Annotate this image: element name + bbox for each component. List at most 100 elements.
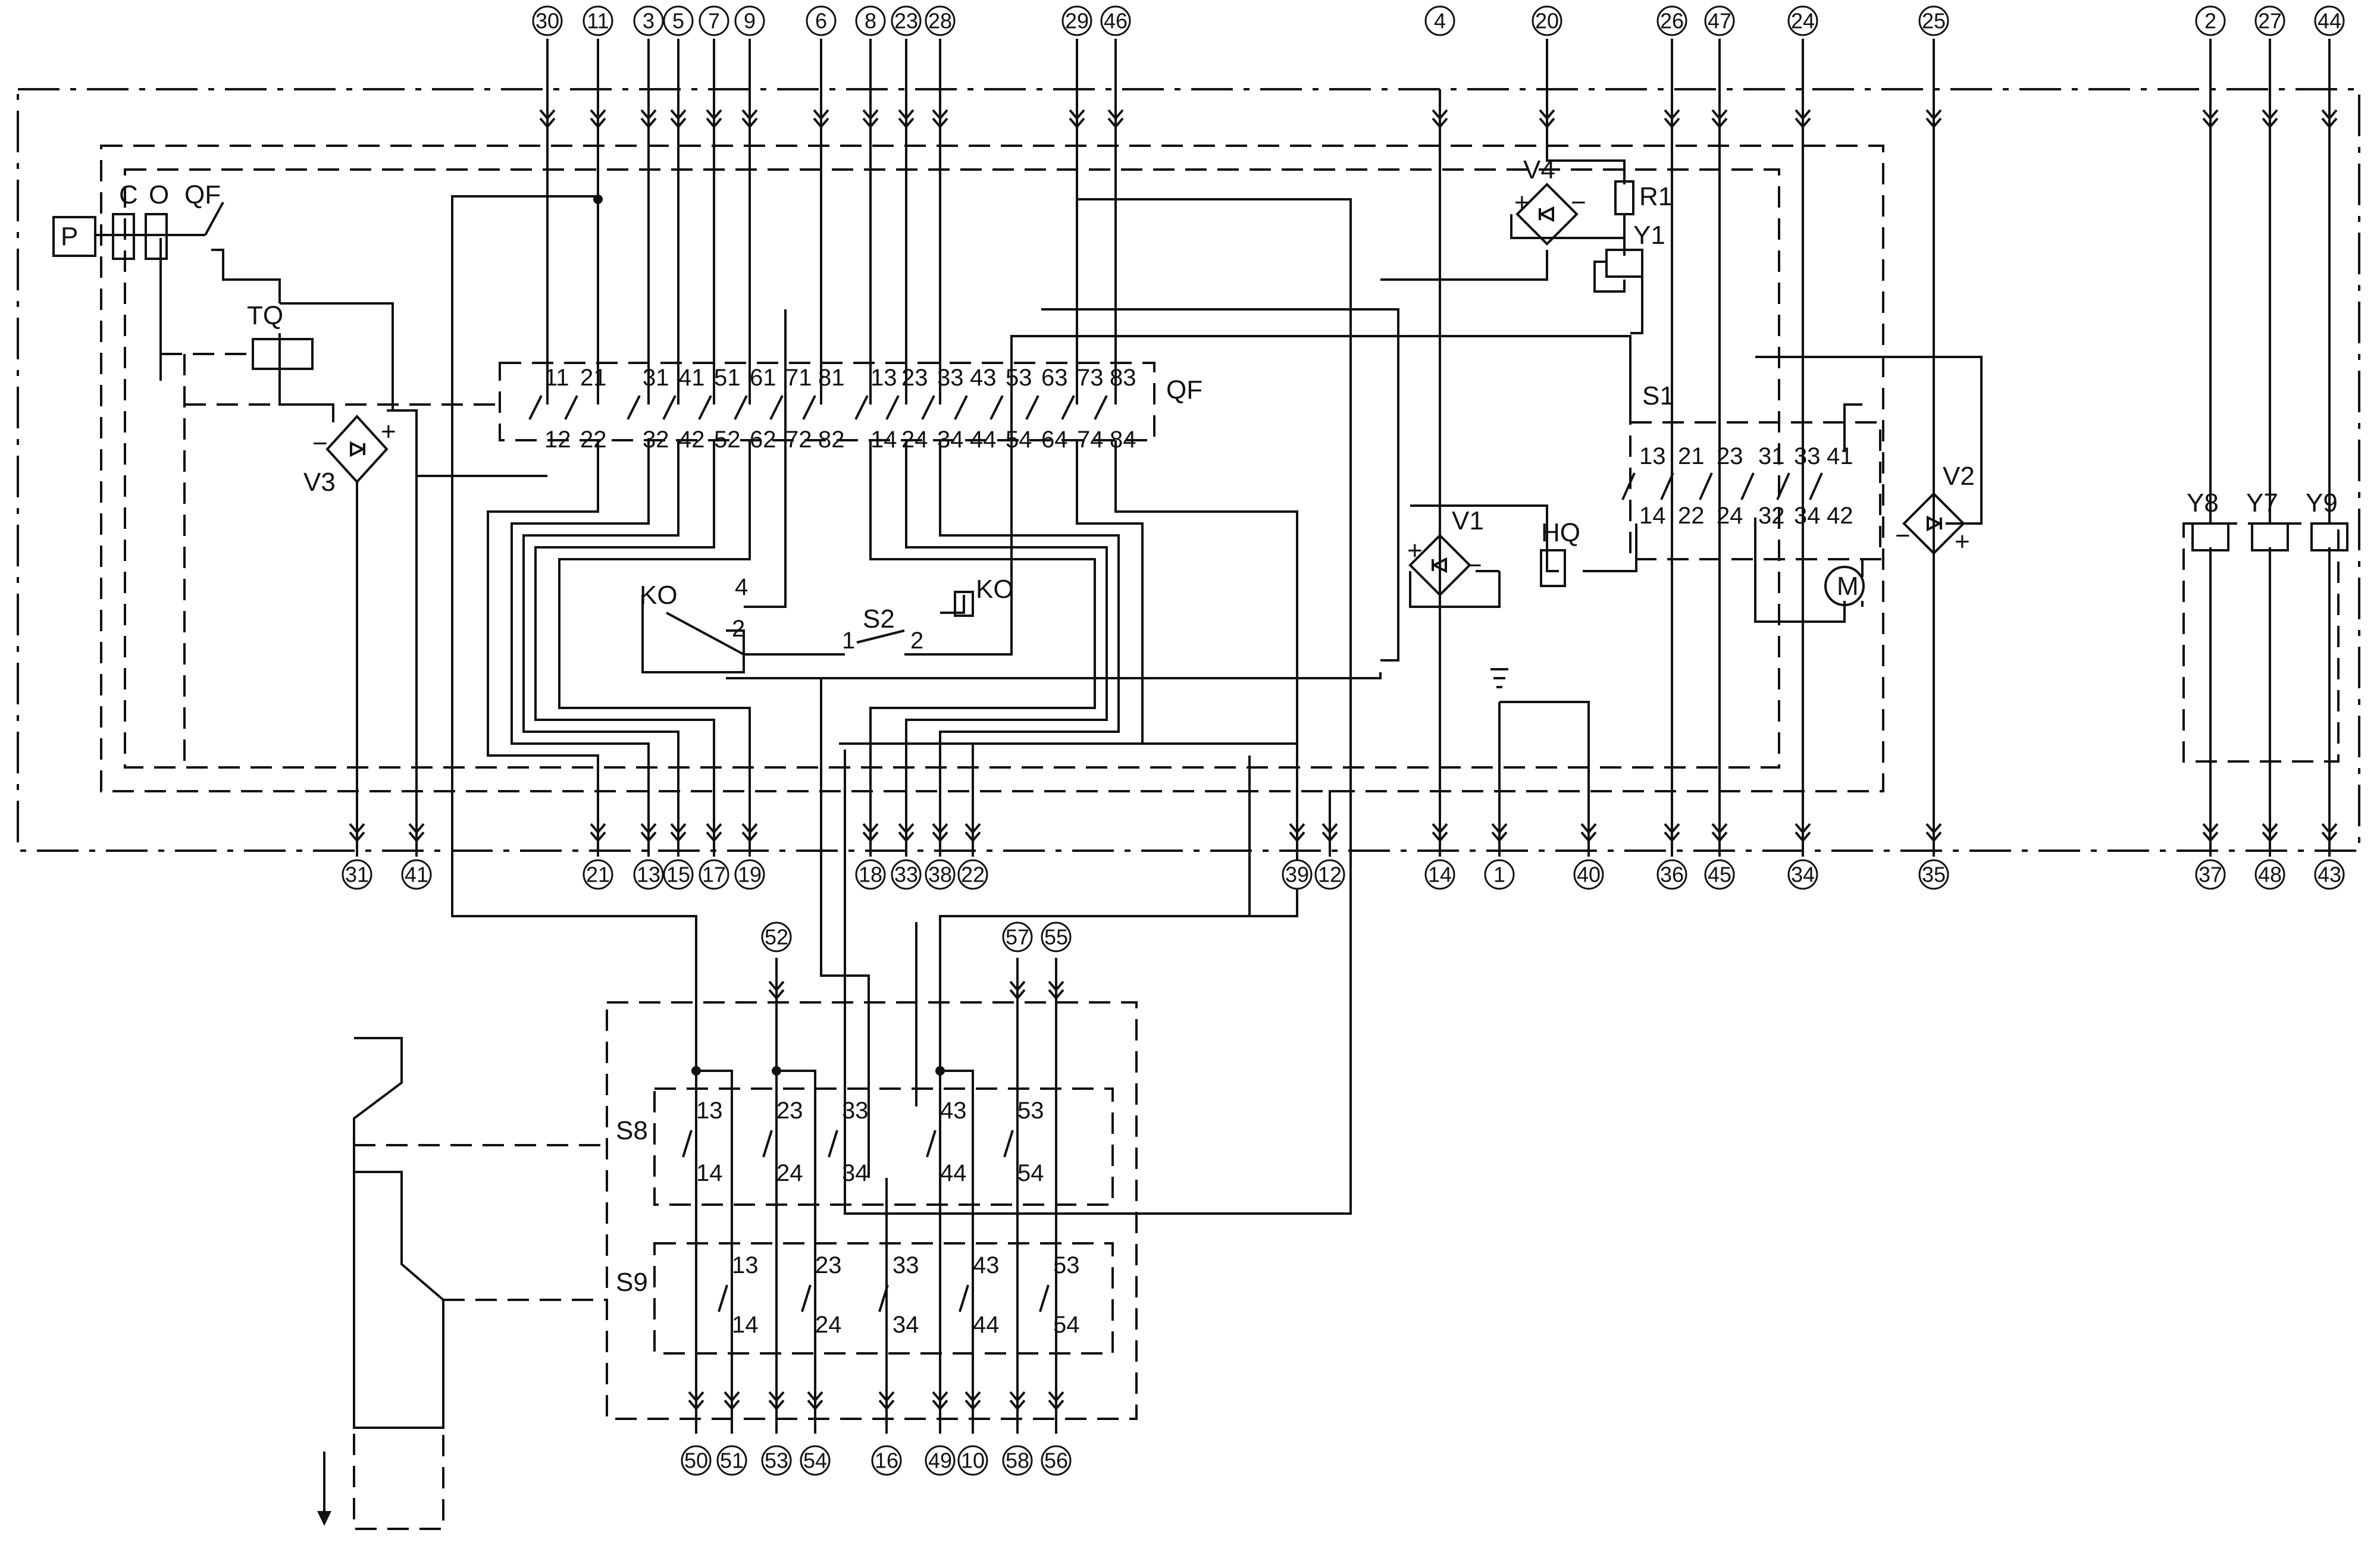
top-terminal: 6 <box>806 5 837 129</box>
connector-mark <box>1432 823 1448 835</box>
s-contact-blade <box>1039 1284 1050 1312</box>
connector-mark <box>1539 109 1555 121</box>
qf-contact-blade <box>854 395 869 420</box>
label-qf-breaker: QF <box>184 180 221 209</box>
terminal-number: 26 <box>1660 9 1684 33</box>
terminal-number: 4 <box>1434 9 1446 33</box>
terminal-number: 37 <box>2199 863 2222 887</box>
terminal-number: 16 <box>875 1449 898 1473</box>
polarity-minus-v3: − <box>312 429 328 458</box>
motor-m <box>1824 566 1865 606</box>
connector-mark <box>640 117 657 129</box>
top-terminal: 23 <box>891 5 922 129</box>
connector-mark <box>590 117 606 129</box>
terminal-circle <box>855 5 886 36</box>
label-c: C <box>119 180 138 209</box>
connector-mark <box>898 823 915 835</box>
label-s1: S1 <box>1642 381 1674 410</box>
terminal-number: 36 <box>1660 863 1684 887</box>
s9-contact-top: 33 <box>892 1252 919 1278</box>
terminal-circle <box>1100 5 1131 36</box>
bottom-terminal: 14 <box>1424 823 1455 890</box>
bottom-terminal: 48 <box>2254 823 2285 890</box>
label-v2: V2 <box>1943 462 1975 491</box>
qf-contact-blade <box>1094 395 1108 420</box>
connector-mark <box>670 117 687 129</box>
terminal-number: 23 <box>894 9 918 33</box>
y1-coil <box>1605 249 1643 278</box>
connector-mark <box>1664 109 1680 121</box>
terminal-number: 21 <box>586 863 610 887</box>
top-terminal: 4 <box>1424 5 1455 129</box>
bottom-terminal: 15 <box>663 823 694 890</box>
y7-coil <box>2251 522 2289 551</box>
qf-contact-bottom: 32 <box>643 427 669 453</box>
terminal-number: 6 <box>815 9 827 33</box>
connector-mark <box>1321 823 1338 835</box>
r1-resistor <box>1614 180 1634 215</box>
terminal-number: 24 <box>1791 9 1815 33</box>
qf-contact-bottom: 84 <box>1110 427 1136 453</box>
terminal-circle <box>957 1445 988 1476</box>
bottom-terminal: 31 <box>342 823 372 890</box>
terminal-circle <box>663 859 694 890</box>
lower-bottom-terminal: 56 <box>1041 1391 1072 1476</box>
terminal-number: 9 <box>744 9 756 33</box>
connector-mark <box>862 109 879 121</box>
terminal-number: 39 <box>1285 863 1309 887</box>
top-terminal: 24 <box>1787 5 1818 129</box>
s9-contact-bottom: 34 <box>892 1312 919 1338</box>
qf-contact-blade <box>769 395 784 420</box>
qf-contact-top: 81 <box>818 365 845 391</box>
qf-contact-bottom: 12 <box>544 427 571 453</box>
qf-contact-bottom: 14 <box>870 427 897 453</box>
top-terminal: 27 <box>2254 5 2285 129</box>
frame-lines <box>17 88 2360 1530</box>
s8-contact-bottom: 44 <box>940 1160 967 1186</box>
label-ko-right: KO <box>976 575 1014 604</box>
terminal-number: 47 <box>1708 9 1731 33</box>
connector-mark <box>2202 117 2219 129</box>
terminal-number: 35 <box>1922 863 1946 887</box>
terminal-circle <box>681 1445 712 1476</box>
label-y1: Y1 <box>1633 221 1665 250</box>
qf-contact-blade <box>1061 395 1075 420</box>
connector-mark <box>741 109 758 121</box>
terminal-number: 46 <box>1104 9 1128 33</box>
connector-mark <box>1321 831 1338 843</box>
connector-mark <box>932 823 948 835</box>
terminal-circle <box>734 5 765 36</box>
terminal-circle <box>633 859 664 890</box>
connector-mark <box>1432 117 1448 129</box>
terminal-number: 40 <box>1577 863 1601 887</box>
bottom-terminal: 43 <box>2314 823 2345 890</box>
top-terminal: 2 <box>2195 5 2226 129</box>
connector-mark <box>1580 831 1597 843</box>
connector-mark <box>1664 117 1680 129</box>
connector-mark <box>813 117 829 129</box>
qf-contact-bottom: 22 <box>580 427 607 453</box>
terminal-number: 52 <box>765 925 788 949</box>
s-contact-blade <box>762 1130 773 1158</box>
top-terminal: 11 <box>583 5 613 129</box>
terminal-circle <box>1002 921 1033 952</box>
polarity-minus-v2: − <box>1895 521 1911 550</box>
bottom-terminal: 22 <box>957 823 988 890</box>
terminal-number: 27 <box>2258 9 2282 33</box>
label-hq: HQ <box>1541 518 1580 547</box>
terminal-circle <box>855 859 886 890</box>
qf-contact-blade <box>1025 395 1039 420</box>
lower-top-terminal: 57 <box>1002 921 1033 1001</box>
connector-mark <box>2262 831 2278 843</box>
qf-contact-bottom: 72 <box>785 427 812 453</box>
qf-contact-bottom: 44 <box>970 427 997 453</box>
top-terminal: 8 <box>855 5 886 129</box>
terminal-number: 2 <box>2204 9 2216 33</box>
qf-contact-top: 61 <box>750 365 776 391</box>
terminal-number: 11 <box>587 9 609 33</box>
terminal-circle <box>1656 859 1687 890</box>
bottom-terminal: 41 <box>401 823 432 890</box>
connector-mark <box>741 823 758 835</box>
